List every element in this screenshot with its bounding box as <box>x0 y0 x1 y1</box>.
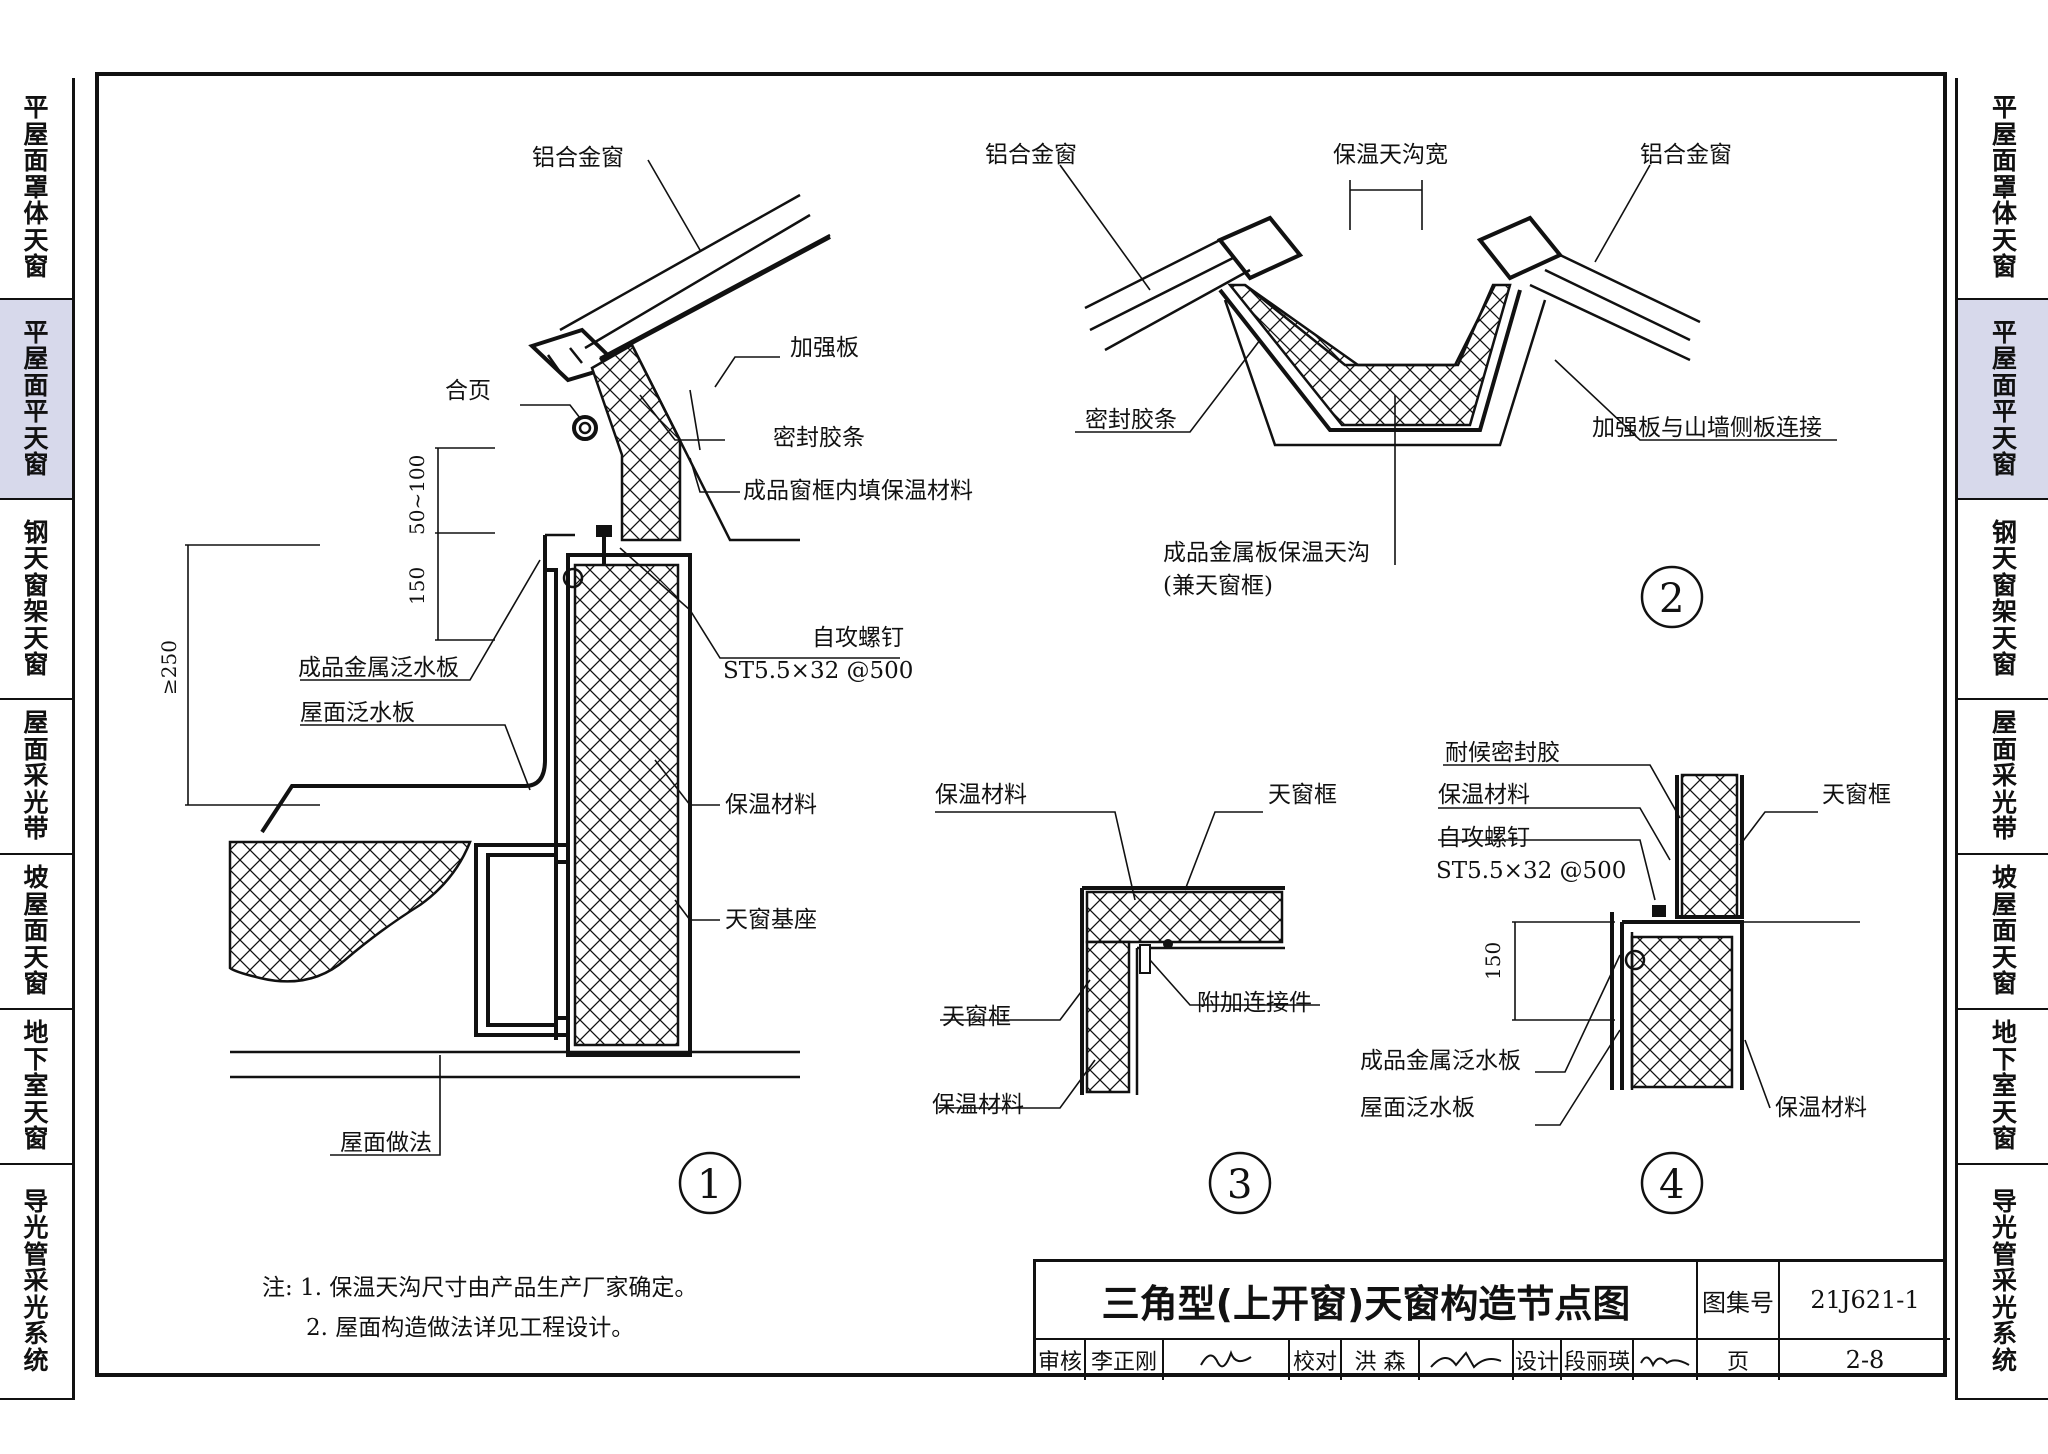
detail-2-number-circle <box>1640 565 1704 629</box>
d1-screw-label: 自攻螺钉 <box>812 625 904 651</box>
drawing-title: 三角型(上开窗)天窗构造节点图 <box>1036 1262 1698 1340</box>
note-1: 1. 保温天沟尺寸由产品生产厂家确定。 <box>300 1275 698 1301</box>
check-label: 校对 <box>1290 1340 1342 1380</box>
d1-roof-method-label: 屋面做法 <box>340 1130 432 1156</box>
right-sidebar-tab-2[interactable]: 平屋面平天窗 <box>1958 300 2048 500</box>
right-sidebar-tab-label: 钢天窗架天窗 <box>1991 517 2017 679</box>
right-sidebar-tab-label: 导光管采光系统 <box>1991 1186 2017 1375</box>
right-sidebar-tab-4[interactable]: 屋面采光带 <box>1958 700 2048 855</box>
right-sidebar-tab-label: 平屋面罩体天窗 <box>1991 93 2017 282</box>
d2-window-left-label: 铝合金窗 <box>985 142 1077 168</box>
left-sidebar-tab-label: 坡屋面天窗 <box>23 863 49 999</box>
d3-frame-top-label: 天窗框 <box>1268 782 1337 808</box>
right-sidebar-tab-3[interactable]: 钢天窗架天窗 <box>1958 500 2048 700</box>
d1-aluminum-window-label: 铝合金窗 <box>532 145 624 171</box>
d3-connector-label: 附加连接件 <box>1197 990 1312 1016</box>
detail-1-number-circle <box>678 1151 742 1215</box>
left-sidebar-tab-label: 地下室天窗 <box>23 1018 49 1154</box>
left-sidebar: 平屋面罩体天窗平屋面平天窗钢天窗架天窗屋面采光带坡屋面天窗地下室天窗导光管采光系… <box>0 78 75 1400</box>
detail-3-number-circle <box>1208 1151 1272 1215</box>
d4-metal-flashing-label: 成品金属泛水板 <box>1360 1048 1521 1074</box>
d1-base-label: 天窗基座 <box>725 907 817 933</box>
d1-insulation-label: 保温材料 <box>725 792 817 818</box>
d1-metal-flashing-label: 成品金属泛水板 <box>298 655 459 681</box>
left-sidebar-tab-5[interactable]: 坡屋面天窗 <box>0 855 72 1010</box>
right-sidebar-tab-7[interactable]: 导光管采光系统 <box>1958 1165 2048 1400</box>
notes: 注: 1. 保温天沟尺寸由产品生产厂家确定。 2. 屋面构造做法详见工程设计。 <box>262 1268 697 1348</box>
detail-2 <box>1059 164 1837 565</box>
left-sidebar-tab-4[interactable]: 屋面采光带 <box>0 700 72 855</box>
designer-name: 段丽瑛 <box>1562 1340 1634 1380</box>
left-sidebar-tab-label: 平屋面平天窗 <box>23 317 49 479</box>
review-label: 审核 <box>1036 1340 1086 1380</box>
atlas-number: 21J621-1 <box>1780 1262 1950 1340</box>
d2-gutter-label: 成品金属板保温天沟 <box>1163 540 1370 566</box>
left-sidebar-tab-label: 钢天窗架天窗 <box>23 517 49 679</box>
note-2: 2. 屋面构造做法详见工程设计。 <box>306 1315 635 1341</box>
d1-screw-spec-label: ST5.5×32 @500 <box>723 658 913 684</box>
d1-frame-fill-label: 成品窗框内填保温材料 <box>743 478 973 504</box>
d4-insulation-right-label: 保温材料 <box>1775 1095 1867 1121</box>
right-sidebar: 平屋面罩体天窗平屋面平天窗钢天窗架天窗屋面采光带坡屋面天窗地下室天窗导光管采光系… <box>1955 78 2048 1400</box>
d3-insulation-top-label: 保温材料 <box>935 782 1027 808</box>
left-sidebar-tab-1[interactable]: 平屋面罩体天窗 <box>0 78 72 300</box>
d2-gutter-width-label: 保温天沟宽 <box>1333 142 1448 168</box>
d1-gap-dim: 50~100 <box>405 455 429 535</box>
notes-prefix: 注: <box>262 1275 293 1301</box>
d3-frame-left-label: 天窗框 <box>942 1004 1011 1030</box>
d4-height-dim: 150 <box>1481 942 1505 980</box>
right-sidebar-tab-5[interactable]: 坡屋面天窗 <box>1958 855 2048 1010</box>
designer-signature <box>1634 1340 1698 1380</box>
right-sidebar-tab-label: 屋面采光带 <box>1991 708 2017 844</box>
d4-screw-spec-label: ST5.5×32 @500 <box>1436 858 1626 884</box>
d4-screw-label: 自攻螺钉 <box>1438 825 1530 851</box>
d1-hinge-label: 合页 <box>445 378 491 404</box>
d4-insulation-top-label: 保温材料 <box>1438 782 1530 808</box>
d1-stiffener-label: 加强板 <box>790 335 859 361</box>
left-sidebar-tab-2[interactable]: 平屋面平天窗 <box>0 300 72 500</box>
detail-4-number: 4 <box>1659 1162 1684 1208</box>
left-sidebar-tab-label: 屋面采光带 <box>23 708 49 844</box>
detail-4-number-circle <box>1640 1151 1704 1215</box>
right-sidebar-tab-label: 地下室天窗 <box>1991 1018 2017 1154</box>
detail-3 <box>935 811 1320 1109</box>
checker-name: 洪 森 <box>1342 1340 1420 1380</box>
d2-gutter-note-label: (兼天窗框) <box>1163 573 1273 599</box>
d2-window-right-label: 铝合金窗 <box>1640 142 1732 168</box>
d4-roof-flashing-label: 屋面泛水板 <box>1360 1095 1475 1121</box>
atlas-label: 图集号 <box>1698 1262 1780 1340</box>
left-sidebar-tab-6[interactable]: 地下室天窗 <box>0 1010 72 1165</box>
d1-roof-flashing-label: 屋面泛水板 <box>300 700 415 726</box>
detail-3-number: 3 <box>1227 1162 1252 1208</box>
left-sidebar-tab-label: 导光管采光系统 <box>23 1186 49 1375</box>
right-sidebar-tab-label: 平屋面平天窗 <box>1991 317 2017 479</box>
detail-2-number: 2 <box>1659 576 1684 622</box>
d3-insulation-bottom-label: 保温材料 <box>932 1092 1024 1118</box>
detail-1-number: 1 <box>697 1162 722 1208</box>
page-label: 页 <box>1698 1340 1780 1380</box>
left-sidebar-tab-3[interactable]: 钢天窗架天窗 <box>0 500 72 700</box>
right-sidebar-tab-6[interactable]: 地下室天窗 <box>1958 1010 2048 1165</box>
d4-sealant-label: 耐候密封胶 <box>1445 740 1560 766</box>
detail-1 <box>185 159 900 1156</box>
checker-signature <box>1420 1340 1514 1380</box>
reviewer-name: 李正刚 <box>1086 1340 1164 1380</box>
d1-seal-strip-label: 密封胶条 <box>773 425 865 451</box>
drawing-frame <box>95 72 1947 1377</box>
right-sidebar-tab-1[interactable]: 平屋面罩体天窗 <box>1958 78 2048 300</box>
d1-base-height-dim: 150 <box>405 567 429 605</box>
page-number: 2-8 <box>1845 1346 1885 1374</box>
d2-stiffener-link-label: 加强板与山墙侧板连接 <box>1592 415 1822 441</box>
left-sidebar-tab-label: 平屋面罩体天窗 <box>23 93 49 282</box>
design-label: 设计 <box>1514 1340 1562 1380</box>
d1-min-height-dim: ≥250 <box>157 640 181 695</box>
d4-frame-label: 天窗框 <box>1822 782 1891 808</box>
title-block: 三角型(上开窗)天窗构造节点图 图集号 21J621-1 审核 李正刚 校对 洪… <box>1033 1259 1950 1380</box>
d2-seal-strip-label: 密封胶条 <box>1085 407 1177 433</box>
detail-4 <box>1438 764 1860 1126</box>
left-sidebar-tab-7[interactable]: 导光管采光系统 <box>0 1165 72 1400</box>
right-sidebar-tab-label: 坡屋面天窗 <box>1991 863 2017 999</box>
reviewer-signature <box>1164 1340 1290 1380</box>
